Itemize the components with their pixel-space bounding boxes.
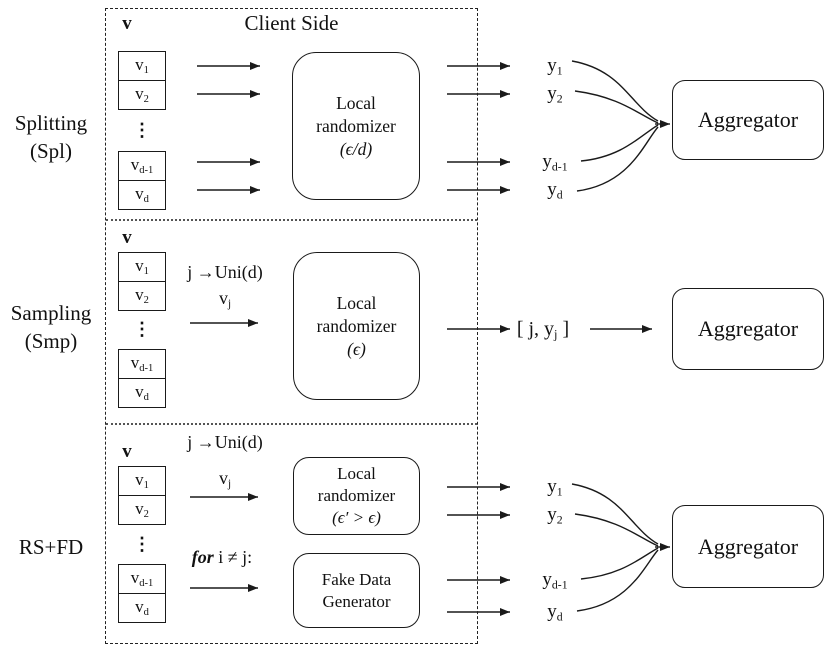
rsfd-for-annotation: for i ≠ j: xyxy=(191,547,253,567)
splitting-converge-curves xyxy=(571,60,670,192)
rsfd-local-randomizer-box: Local randomizer (ϵ′ > ϵ) xyxy=(293,457,420,535)
rsfd-uniform-draw-annotation: j →Uni(d) xyxy=(187,432,263,452)
splitting-vector-top: v1 v2 xyxy=(118,51,166,110)
rsfd-vector-label: v xyxy=(122,441,132,462)
splitting-vector-label: v xyxy=(122,13,132,34)
rsfd-vector-ellipsis: ⋮ xyxy=(133,534,151,554)
vector-cell: vd xyxy=(118,592,166,623)
output-label-yd1: yd-1 xyxy=(542,569,568,592)
splitting-vector-ellipsis: ⋮ xyxy=(133,120,151,140)
vector-cell: v1 xyxy=(118,51,166,81)
splitting-label-line1: Splitting xyxy=(14,111,88,135)
sampling-vj-annotation: vj xyxy=(218,288,232,311)
vector-cell: v2 xyxy=(118,79,166,110)
sampling-label: Sampling (Smp) xyxy=(0,299,102,355)
section-divider-1 xyxy=(106,219,477,221)
rsfd-vector-bottom: vd-1 vd xyxy=(118,564,166,623)
vector-cell: v2 xyxy=(118,494,166,525)
output-label-yd: yd xyxy=(547,179,563,202)
section-divider-2 xyxy=(106,423,477,425)
rsfd-converge-curves xyxy=(571,483,670,612)
rsfd-vj-annotation: vj xyxy=(218,468,232,491)
vector-cell: v1 xyxy=(118,252,166,282)
splitting-vector-bottom: vd-1 vd xyxy=(118,151,166,210)
sampling-output-tuple: [ j, yj ] xyxy=(516,318,570,342)
sampling-label-line2: (Smp) xyxy=(24,329,78,353)
splitting-label: Splitting (Spl) xyxy=(0,109,102,165)
sampling-label-line1: Sampling xyxy=(10,301,92,325)
splitting-label-line2: (Spl) xyxy=(30,139,72,163)
rsfd-label: RS+FD xyxy=(0,533,102,561)
output-label-y2: y2 xyxy=(547,83,563,106)
sampling-vector-bottom: vd-1 vd xyxy=(118,349,166,408)
output-label-yd: yd xyxy=(547,601,563,624)
sampling-vector-top: v1 v2 xyxy=(118,252,166,311)
output-label-y1: y1 xyxy=(547,476,563,499)
client-side-boundary xyxy=(105,8,478,644)
sampling-uniform-draw-annotation: j →Uni(d) xyxy=(187,262,263,282)
sampling-aggregator-box: Aggregator xyxy=(672,288,824,370)
splitting-local-randomizer-box: Local randomizer (ϵ/d) xyxy=(292,52,420,200)
rsfd-aggregator-box: Aggregator xyxy=(672,505,824,588)
vector-cell: vd-1 xyxy=(118,151,166,181)
vector-cell: v1 xyxy=(118,466,166,496)
rsfd-label-line1: RS+FD xyxy=(18,535,84,559)
vector-cell: vd-1 xyxy=(118,564,166,594)
vector-cell: vd-1 xyxy=(118,349,166,379)
vector-cell: vd xyxy=(118,179,166,210)
vector-cell: vd xyxy=(118,377,166,408)
sampling-local-randomizer-box: Local randomizer (ϵ) xyxy=(293,252,420,400)
output-label-y2: y2 xyxy=(547,504,563,527)
sampling-vector-ellipsis: ⋮ xyxy=(133,319,151,339)
vector-cell: v2 xyxy=(118,280,166,311)
client-side-title: Client Side xyxy=(244,11,339,35)
rsfd-vector-top: v1 v2 xyxy=(118,466,166,525)
output-label-y1: y1 xyxy=(547,55,563,78)
splitting-aggregator-box: Aggregator xyxy=(672,80,824,160)
sampling-vector-label: v xyxy=(122,227,132,248)
fake-data-generator-box: Fake Data Generator xyxy=(293,553,420,628)
output-label-yd1: yd-1 xyxy=(542,151,568,174)
